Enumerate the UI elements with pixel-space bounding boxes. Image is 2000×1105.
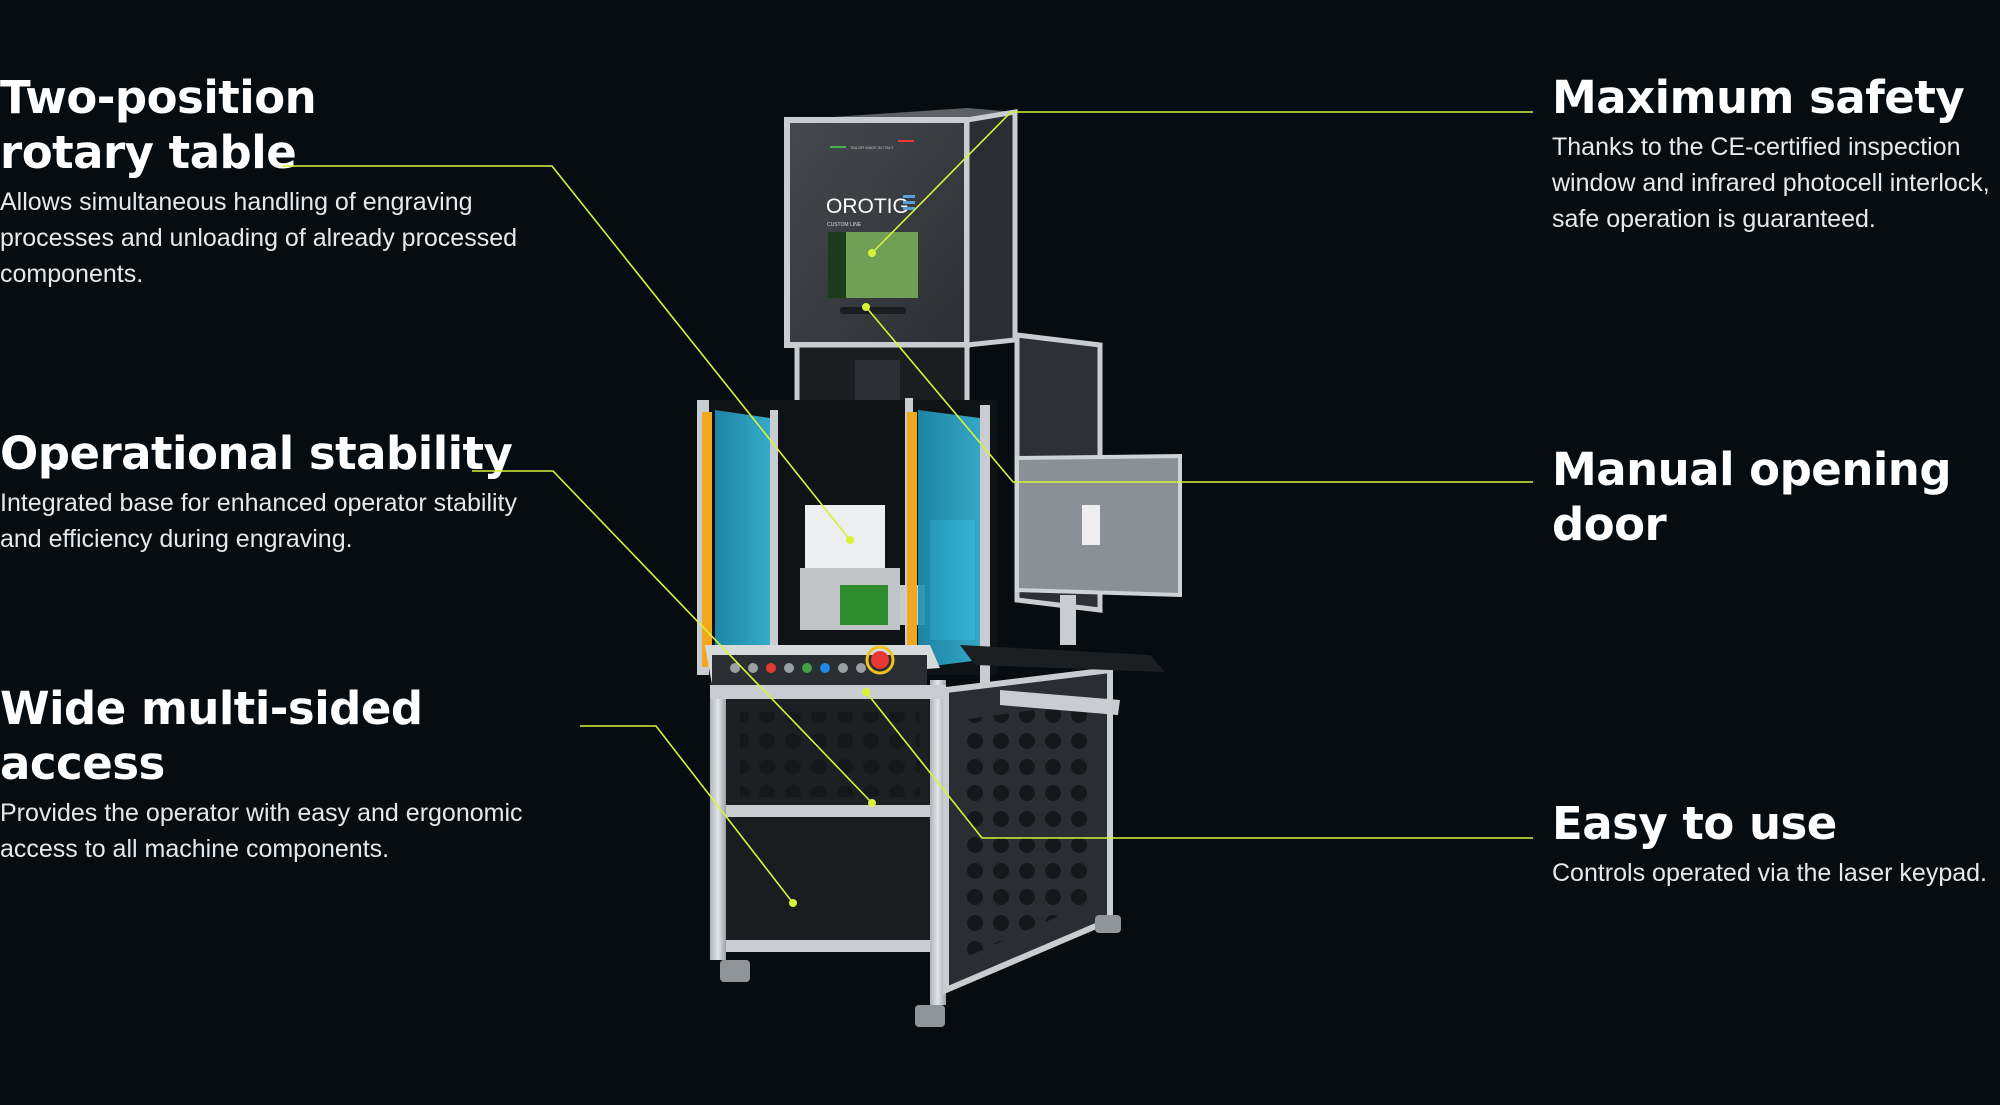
light-curtain-left (702, 412, 712, 667)
feature-title: Wide multi-sided access (0, 682, 423, 790)
machine-base (710, 666, 1121, 1027)
laser-head-cabinet: OROTIG CUSTOM LINE TAILOR MADE IN ITALY (784, 108, 1018, 348)
keyboard (960, 645, 1165, 672)
brand-logo: OROTIG (826, 195, 909, 218)
caster-wheel-icon (1095, 915, 1121, 933)
feature-description: Thanks to the CE-certified inspection wi… (1552, 133, 1990, 233)
origin-plate: TAILOR MADE IN ITALY (850, 145, 894, 150)
monitor-logo-icon (1082, 505, 1100, 545)
feature-multi-sided-access: Wide multi-sided access Provides the ope… (0, 681, 600, 867)
feature-manual-door: Manual opening door (1552, 442, 1972, 552)
caster-wheel-icon (915, 1005, 945, 1027)
title-line-1: Two-position (0, 71, 317, 124)
title-line-1: Manual opening (1552, 443, 1952, 496)
caster-wheel-icon (720, 960, 750, 982)
feature-title: Manual opening door (1552, 442, 1972, 552)
brand-subline: CUSTOM LINE (827, 222, 862, 228)
title-line-2: rotary table (0, 126, 297, 179)
feature-title: Easy to use (1552, 797, 1837, 850)
control-desk (705, 645, 940, 685)
feature-maximum-safety: Maximum safety Thanks to the CE-certifie… (1552, 70, 2000, 237)
brand-mark-icon (903, 195, 915, 210)
light-curtain-right (907, 412, 917, 667)
feature-title: Two-position rotary table (0, 70, 540, 180)
feature-description: Provides the operator with easy and ergo… (0, 799, 523, 863)
emergency-stop-icon (871, 651, 889, 669)
feature-description: Controls operated via the laser keypad. (1552, 859, 1987, 887)
title-line-2: door (1552, 498, 1667, 551)
door-handle (840, 307, 906, 314)
feature-title: Maximum safety (1552, 71, 1965, 124)
feature-easy-to-use: Easy to use Controls operated via the la… (1552, 796, 1992, 891)
